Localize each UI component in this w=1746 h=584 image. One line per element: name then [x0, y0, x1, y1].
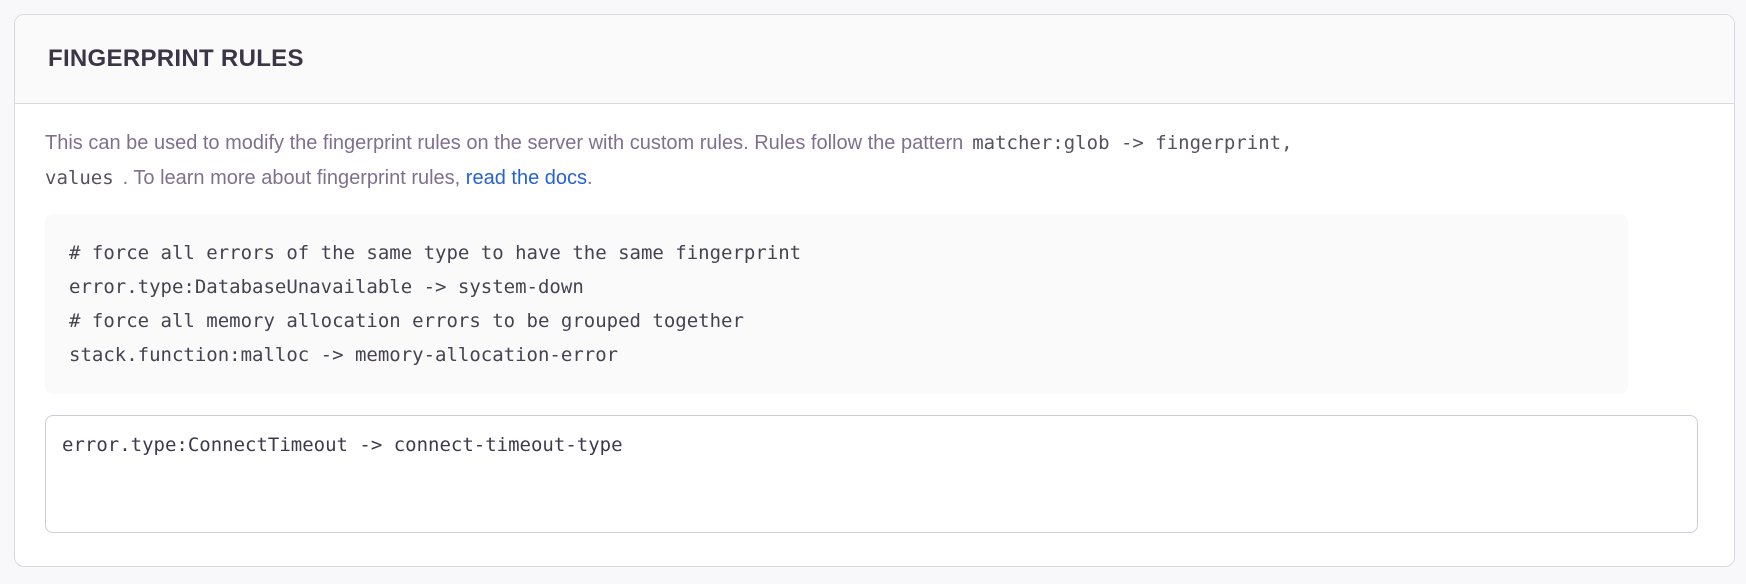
description-text: This can be used to modify the fingerpri…: [45, 132, 964, 154]
code-line: # force all memory allocation errors to …: [69, 310, 744, 332]
description-line-2: values . To learn more about fingerprint …: [45, 161, 1628, 196]
panel-header: FINGERPRINT RULES: [15, 15, 1734, 104]
read-the-docs-link[interactable]: read the docs: [465, 167, 587, 189]
panel-title: FINGERPRINT RULES: [48, 45, 304, 72]
fingerprint-rules-textarea[interactable]: error.type:ConnectTimeout -> connect-tim…: [45, 415, 1698, 533]
field-description: This can be used to modify the fingerpri…: [45, 126, 1628, 196]
example-code-block: # force all errors of the same type to h…: [45, 214, 1628, 394]
fingerprint-rules-panel: FINGERPRINT RULES This can be used to mo…: [14, 14, 1735, 567]
code-line: # force all errors of the same type to h…: [69, 242, 802, 264]
code-line: error.type:DatabaseUnavailable -> system…: [69, 276, 584, 298]
description-text-continued: . To learn more about fingerprint rules,: [122, 167, 466, 189]
description-period: .: [587, 167, 593, 189]
code-line: stack.function:malloc -> memory-allocati…: [69, 344, 619, 366]
panel-body: This can be used to modify the fingerpri…: [15, 104, 1734, 533]
description-line-1: This can be used to modify the fingerpri…: [45, 126, 1628, 161]
pattern-inline-code: matcher:glob -> fingerprint,: [972, 132, 1293, 154]
pattern-inline-code-continued: values: [45, 167, 114, 189]
